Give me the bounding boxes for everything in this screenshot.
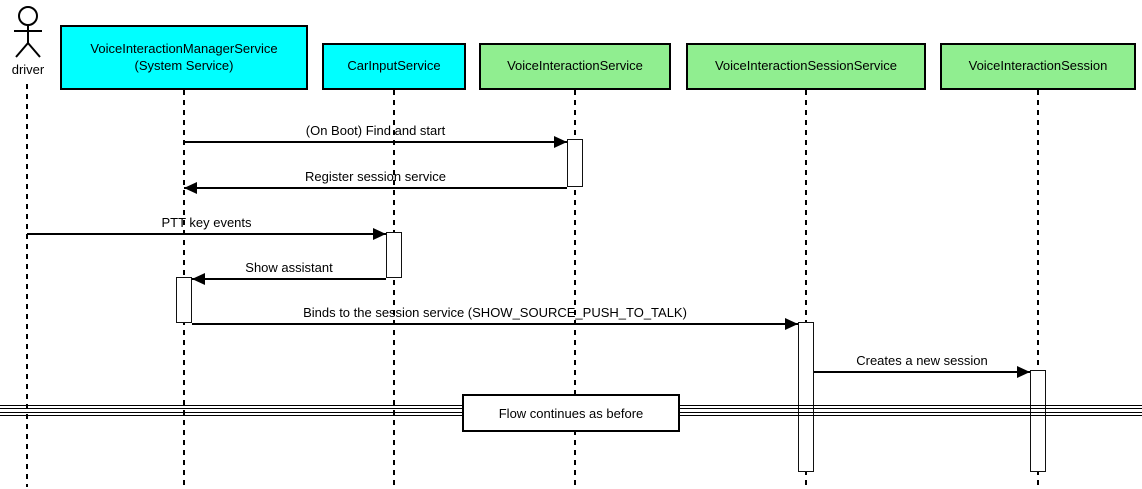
lifeline-voice-interaction-service: [574, 90, 576, 487]
message-on-boot-find-and-start: (On Boot) Find and start: [184, 123, 567, 148]
lifeline-car-input-service: [393, 90, 395, 487]
message-binds-to-session-service: Binds to the session service (SHOW_SOURC…: [192, 305, 798, 330]
participant-label: VoiceInteractionManagerService: [90, 41, 278, 57]
participant-label: CarInputService: [347, 58, 441, 74]
arrowhead-right-icon: [554, 136, 567, 148]
activation-voice-interaction-session-service: [798, 322, 814, 472]
message-register-session-service: Register session service: [184, 169, 567, 194]
message-label: Creates a new session: [856, 353, 988, 368]
activation-voice-interaction-service: [567, 139, 583, 187]
activation-car-input-service: [386, 232, 402, 278]
message-line: [192, 278, 386, 280]
message-line: [27, 233, 386, 235]
message-label: (On Boot) Find and start: [305, 123, 446, 138]
arrowhead-left-icon: [184, 182, 197, 194]
message-label: PTT key events: [161, 215, 252, 230]
message-show-assistant: Show assistant: [192, 260, 386, 285]
divider-label: Flow continues as before: [498, 405, 644, 421]
participant-label: VoiceInteractionService: [507, 58, 643, 74]
message-creates-a-new-session: Creates a new session: [814, 353, 1030, 378]
participant-sublabel: (System Service): [134, 57, 234, 73]
actor-driver: driver: [5, 5, 51, 77]
participant-voice-interaction-session-service: VoiceInteractionSessionService: [686, 43, 926, 90]
participant-car-input-service: CarInputService: [322, 43, 466, 90]
participant-voice-interaction-service: VoiceInteractionService: [479, 43, 671, 90]
message-line: [184, 187, 567, 189]
message-line: [192, 323, 798, 325]
participant-voice-interaction-session: VoiceInteractionSession: [940, 43, 1136, 90]
lifeline-driver: [26, 84, 28, 487]
message-ptt-key-events: PTT key events: [27, 215, 386, 240]
message-label: Register session service: [305, 169, 446, 184]
participant-label: VoiceInteractionSessionService: [714, 58, 898, 74]
activation-voice-interaction-manager-service: [176, 277, 192, 323]
actor-label: driver: [11, 62, 45, 77]
message-label: Binds to the session service (SHOW_SOURC…: [303, 305, 687, 320]
arrowhead-right-icon: [373, 228, 386, 240]
lifeline-voice-interaction-session: [1037, 90, 1039, 487]
message-line: [814, 371, 1030, 373]
participant-label: VoiceInteractionSession: [968, 58, 1108, 74]
participant-voice-interaction-manager-service: VoiceInteractionManagerService (System S…: [60, 25, 308, 90]
divider-label-box: Flow continues as before: [462, 394, 680, 432]
activation-voice-interaction-session: [1030, 370, 1046, 472]
message-label: Show assistant: [245, 260, 333, 275]
stick-figure-icon: [14, 6, 42, 58]
arrowhead-right-icon: [1017, 366, 1030, 378]
arrowhead-left-icon: [192, 273, 205, 285]
lifeline-voice-interaction-session-service: [805, 90, 807, 487]
arrowhead-right-icon: [785, 318, 798, 330]
message-line: [184, 141, 567, 143]
